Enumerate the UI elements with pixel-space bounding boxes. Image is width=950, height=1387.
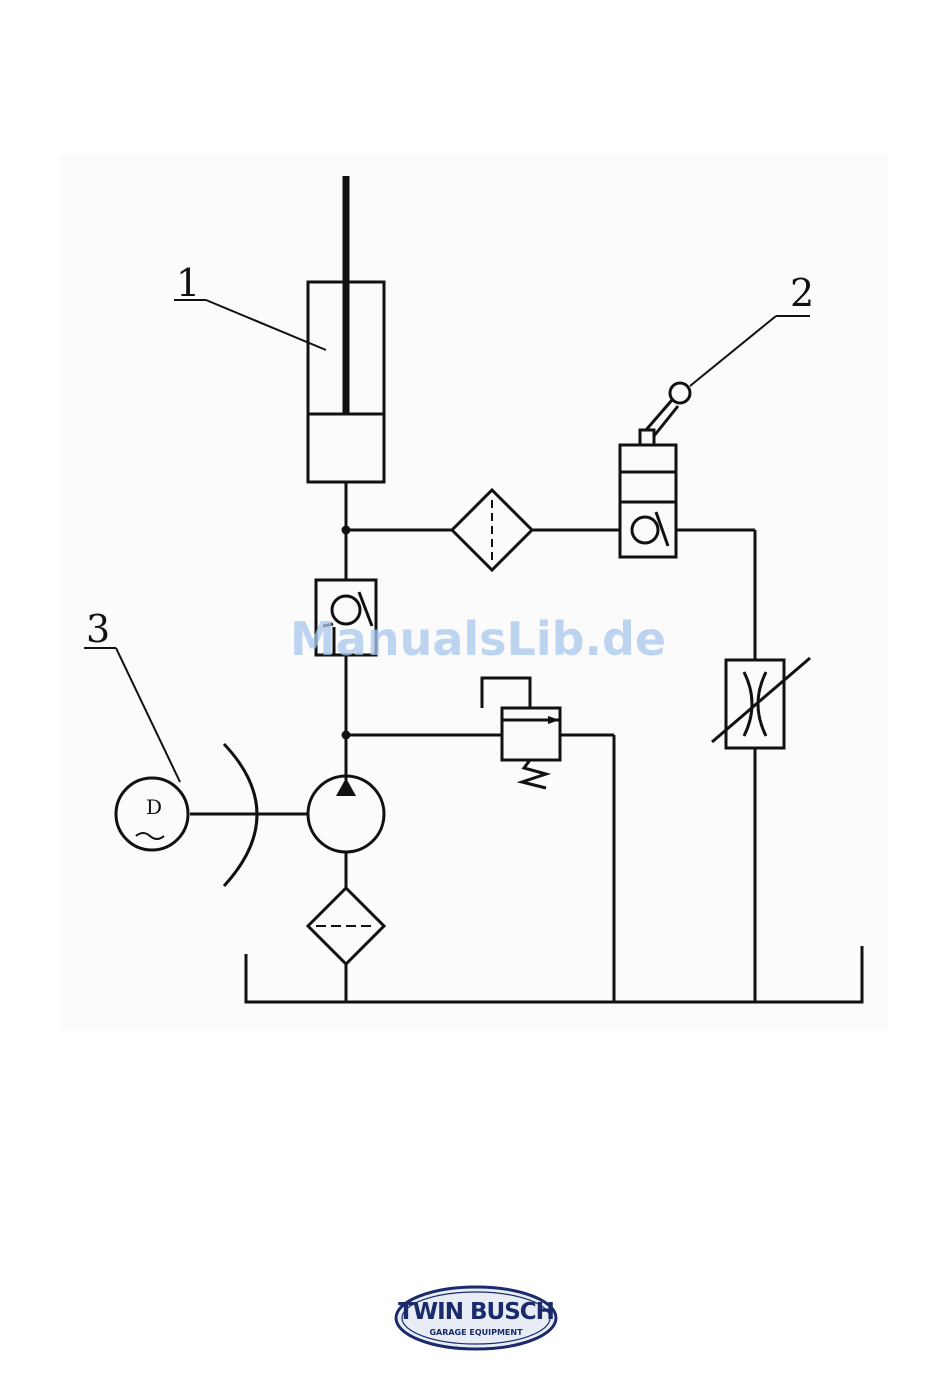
shaft-coupling: [190, 744, 308, 886]
motor-letter: D: [146, 795, 162, 819]
leader-1: 1: [174, 261, 326, 350]
leader-3: 3: [84, 607, 180, 782]
leader-2: 2: [690, 271, 814, 386]
logo-brand: TWIN BUSCH: [398, 1299, 554, 1325]
return-line: [346, 530, 755, 1002]
label-1: 1: [176, 261, 200, 305]
logo-tagline: GARAGE EQUIPMENT: [429, 1328, 523, 1337]
label-2: 2: [790, 271, 814, 315]
hydraulic-pump: [308, 776, 384, 888]
label-3: 3: [86, 607, 110, 651]
brand-logo: TWIN BUSCH GARAGE EQUIPMENT: [393, 1283, 559, 1353]
throttle-valve: [712, 658, 810, 748]
suction-filter: [308, 888, 384, 1002]
relief-valve: [346, 678, 614, 1002]
electric-motor: D: [116, 778, 188, 850]
line-filter: [452, 490, 532, 570]
watermark-text: ManualsLib.de: [290, 612, 670, 672]
hydraulic-cylinder: [308, 176, 384, 482]
